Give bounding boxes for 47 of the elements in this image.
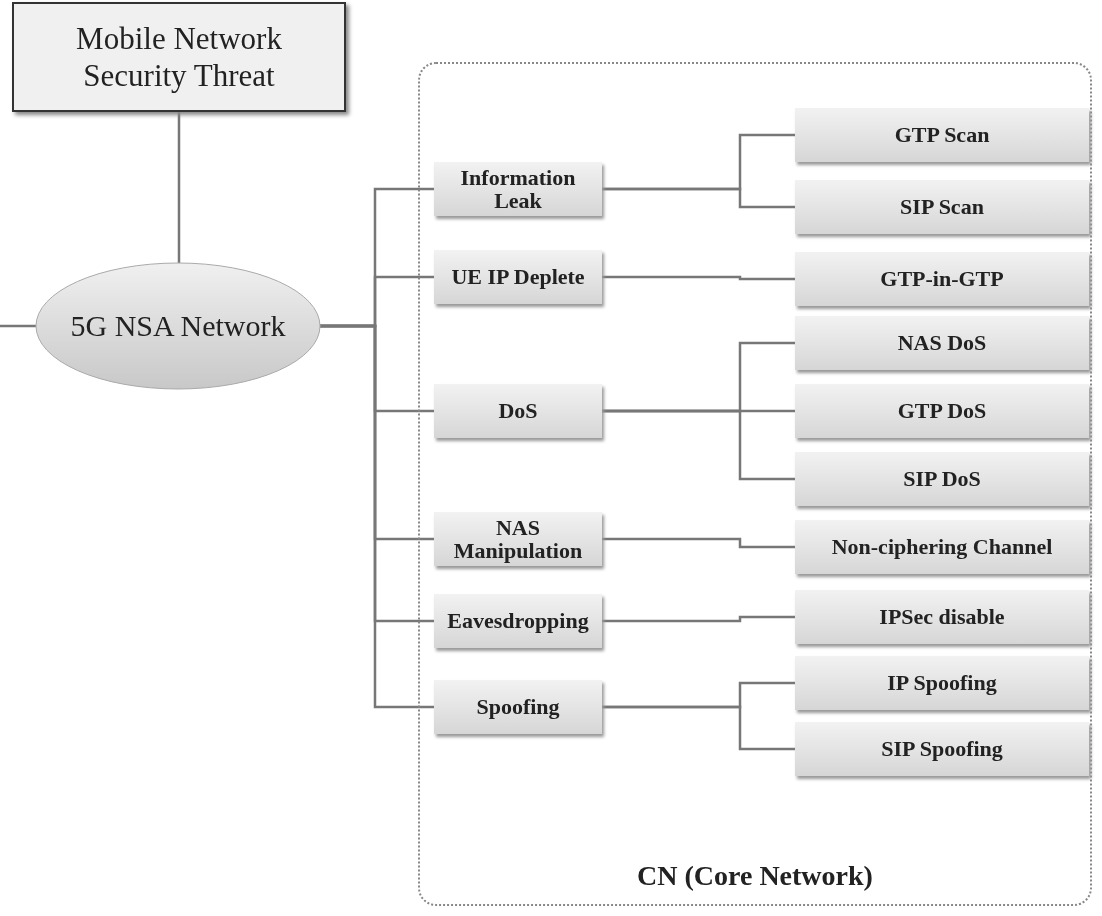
connector-line [602,537,795,549]
attack-box [795,722,1089,776]
node-label: UE IP Deplete [451,265,585,289]
connector-line [0,324,36,328]
threat-category-box [434,512,602,566]
connector-line [602,275,795,281]
node-label: NAS DoS [897,331,987,355]
node-label: Spoofing [476,695,560,719]
node-label: Non-ciphering Channel [831,535,1053,559]
attack-box [795,252,1089,306]
threat-category-box [434,680,602,734]
attack-box [795,384,1089,438]
node-label: 5G NSA Network [70,308,286,345]
attack-box [795,656,1089,710]
node-label: Eavesdropping [447,609,589,633]
node-label: GTP DoS [897,399,987,423]
node-label: IPSec disable [879,605,1005,629]
title-box [12,2,346,112]
connector-line [602,187,795,209]
threat-category-box [434,384,602,438]
node-label: SIP Scan [900,195,984,219]
attack-box [795,452,1089,506]
container-box [418,62,1092,906]
node-label: SIP DoS [903,467,981,491]
attack-box [795,180,1089,234]
node-label: CN (Core Network) [637,860,873,892]
node-label: Mobile Network Security Threat [75,19,283,95]
attack-box [795,108,1089,162]
node-label: GTP-in-GTP [880,267,1004,291]
node-label: GTP Scan [894,123,990,147]
node-label: Information Leak [459,165,577,213]
attack-box [795,316,1089,370]
attack-box [795,520,1089,574]
connector-line [602,615,795,623]
node-label: SIP Spoofing [881,737,1003,761]
network-ellipse [35,262,321,390]
node-label: IP Spoofing [887,671,997,695]
connector-line [602,409,795,481]
threat-category-box [434,594,602,648]
connector-line [177,112,181,263]
threat-category-box [434,162,602,216]
node-label: NAS Manipulation [452,515,584,563]
attack-box [795,590,1089,644]
threat-category-box [434,250,602,304]
connector-line [602,705,795,751]
connector-line [320,324,434,709]
node-label: DoS [498,399,538,423]
